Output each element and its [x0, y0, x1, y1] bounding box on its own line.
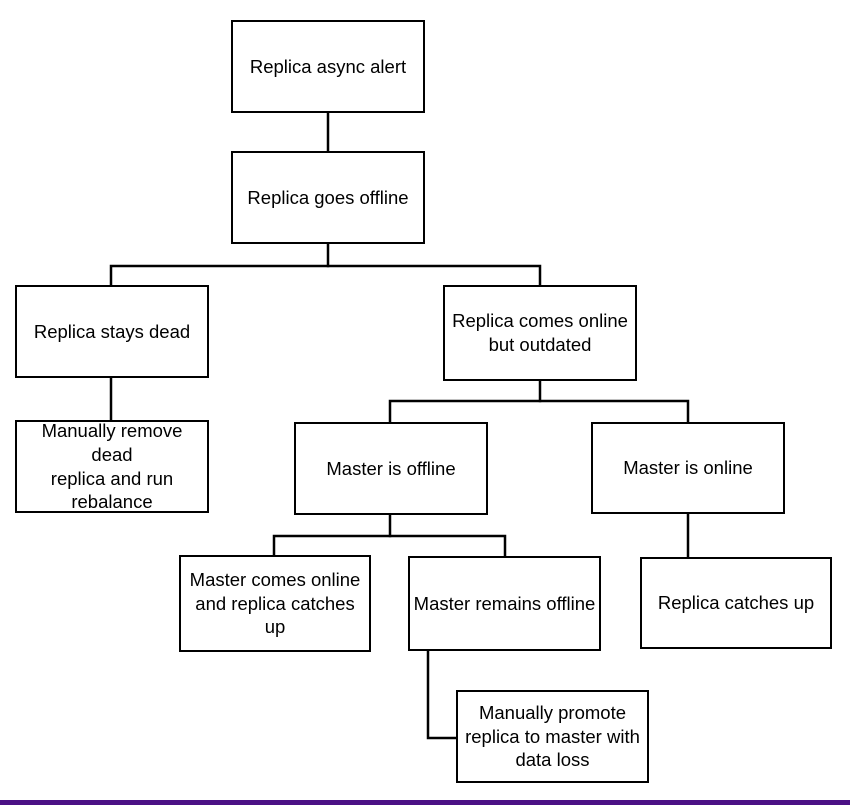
node-master-remains-offline[interactable]: Master remains offline [408, 556, 601, 651]
node-replica-stays-dead[interactable]: Replica stays dead [15, 285, 209, 378]
node-master-is-offline[interactable]: Master is offline [294, 422, 488, 515]
node-label: Replica catches up [657, 592, 815, 614]
node-label: Master is offline [326, 457, 456, 479]
node-replica-comes-online-but-outdated[interactable]: Replica comes online but outdated [443, 285, 637, 381]
node-manually-promote-replica-to-master-with-data-loss[interactable]: Manually promote replica to master with … [456, 690, 649, 783]
node-label: Manually promote replica to master with … [465, 701, 640, 771]
node-label: Manually remove dead replica and run reb… [41, 420, 183, 513]
node-replica-goes-offline[interactable]: Replica goes offline [231, 151, 425, 244]
node-label: Replica stays dead [33, 320, 191, 342]
node-replica-catches-up[interactable]: Replica catches up [640, 557, 832, 649]
node-master-comes-online-and-replica-catches-up[interactable]: Master comes online and replica catches … [179, 555, 371, 652]
connector-split-level-3 [272, 534, 507, 558]
node-master-is-online[interactable]: Master is online [591, 422, 785, 514]
node-manually-remove-dead-replica-and-run-rebalance[interactable]: Manually remove dead replica and run reb… [15, 420, 209, 513]
node-label: Replica async alert [249, 55, 407, 77]
node-label: Replica goes offline [247, 186, 409, 208]
connector-master-remains-offline-to-manually-promote [426, 649, 458, 740]
footer-accent-bar [0, 800, 850, 805]
connector-split-level-2 [388, 399, 690, 424]
connector-split-level-1 [109, 264, 542, 287]
node-label: Master remains offline [413, 592, 596, 614]
node-label: Master comes online and replica catches … [189, 568, 361, 638]
node-label: Master is online [623, 457, 753, 479]
node-replica-async-alert[interactable]: Replica async alert [231, 20, 425, 113]
node-label: Replica comes online but outdated [452, 310, 628, 355]
